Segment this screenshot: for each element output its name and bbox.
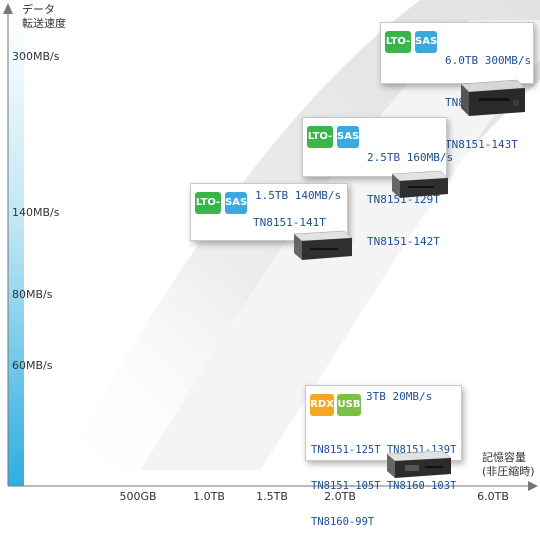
x-tick-6tb: 6.0TB [477, 490, 509, 503]
lto5-spec-line: 1.5TB 140MB/s [255, 189, 342, 202]
lto7-spec-line: 6.0TB 300MB/s [445, 54, 532, 67]
lto7-model-2: TN8151-143T [445, 138, 518, 151]
y-tick-60: 60MB/s [12, 359, 53, 372]
rdx-drive-image [386, 450, 452, 478]
x-tick-2tb: 2.0TB [324, 490, 356, 503]
lto7-card: LTO-7 SAS 6.0TB 300MB/s TN8151-136T TN81… [380, 22, 534, 151]
lto5-card: LTO-5 SAS 1.5TB 140MB/s TN8151-141T [190, 183, 348, 241]
rdx-model-row-2: TN8151-105T TN8160-103T [311, 480, 457, 492]
sas-badge: SAS [225, 192, 247, 214]
lto6-drive-image [391, 170, 449, 198]
lto6-spec-line: 2.5TB 160MB/s [367, 151, 454, 164]
lto6-spec: 2.5TB 160MB/s TN8151-129T TN8151-142T [367, 123, 453, 277]
x-axis-title-line1: 記憶容量 [482, 450, 526, 464]
lto5-model-1: TN8151-141T [253, 216, 326, 229]
rdx-models: TN8151-125T TN8151-139T TN8151-105T TN81… [311, 420, 456, 552]
usb-badge: USB [337, 394, 361, 416]
lto7-badge: LTO-7 [385, 31, 411, 69]
lto5-drive-image [293, 230, 353, 260]
y-axis-title-line2: 転送速度 [22, 16, 66, 30]
lto6-model-1: TN8151-129T [367, 193, 440, 206]
rdx-model-row-3: TN8160-99T [311, 516, 375, 528]
y-axis-bar [8, 12, 24, 486]
x-tick-500gb: 500GB [119, 490, 156, 503]
x-tick-1tb: 1.0TB [193, 490, 225, 503]
x-tick-1-5tb: 1.5TB [256, 490, 288, 503]
sas-badge: SAS [337, 126, 359, 148]
lto6-card: LTO-6 SAS 2.5TB 160MB/s TN8151-129T TN81… [302, 117, 453, 248]
sas-badge: SAS [415, 31, 437, 53]
x-axis-arrowhead [528, 481, 538, 491]
rdx-spec-line: 3TB 20MB/s [366, 390, 433, 403]
lto5-badge: LTO-5 [195, 192, 221, 230]
y-tick-300: 300MB/s [12, 50, 60, 63]
y-axis-arrowhead [3, 3, 13, 14]
lto6-badge: LTO-6 [307, 126, 333, 164]
lto6-model-2: TN8151-142T [367, 235, 440, 248]
rdx-badge: RDX [310, 394, 334, 416]
y-axis-title-line1: データ [22, 2, 55, 16]
y-tick-140: 140MB/s [12, 206, 60, 219]
lto7-drive-image [460, 79, 526, 116]
y-tick-80: 80MB/s [12, 288, 53, 301]
x-axis-title-line2: (非圧縮時) [482, 464, 535, 478]
